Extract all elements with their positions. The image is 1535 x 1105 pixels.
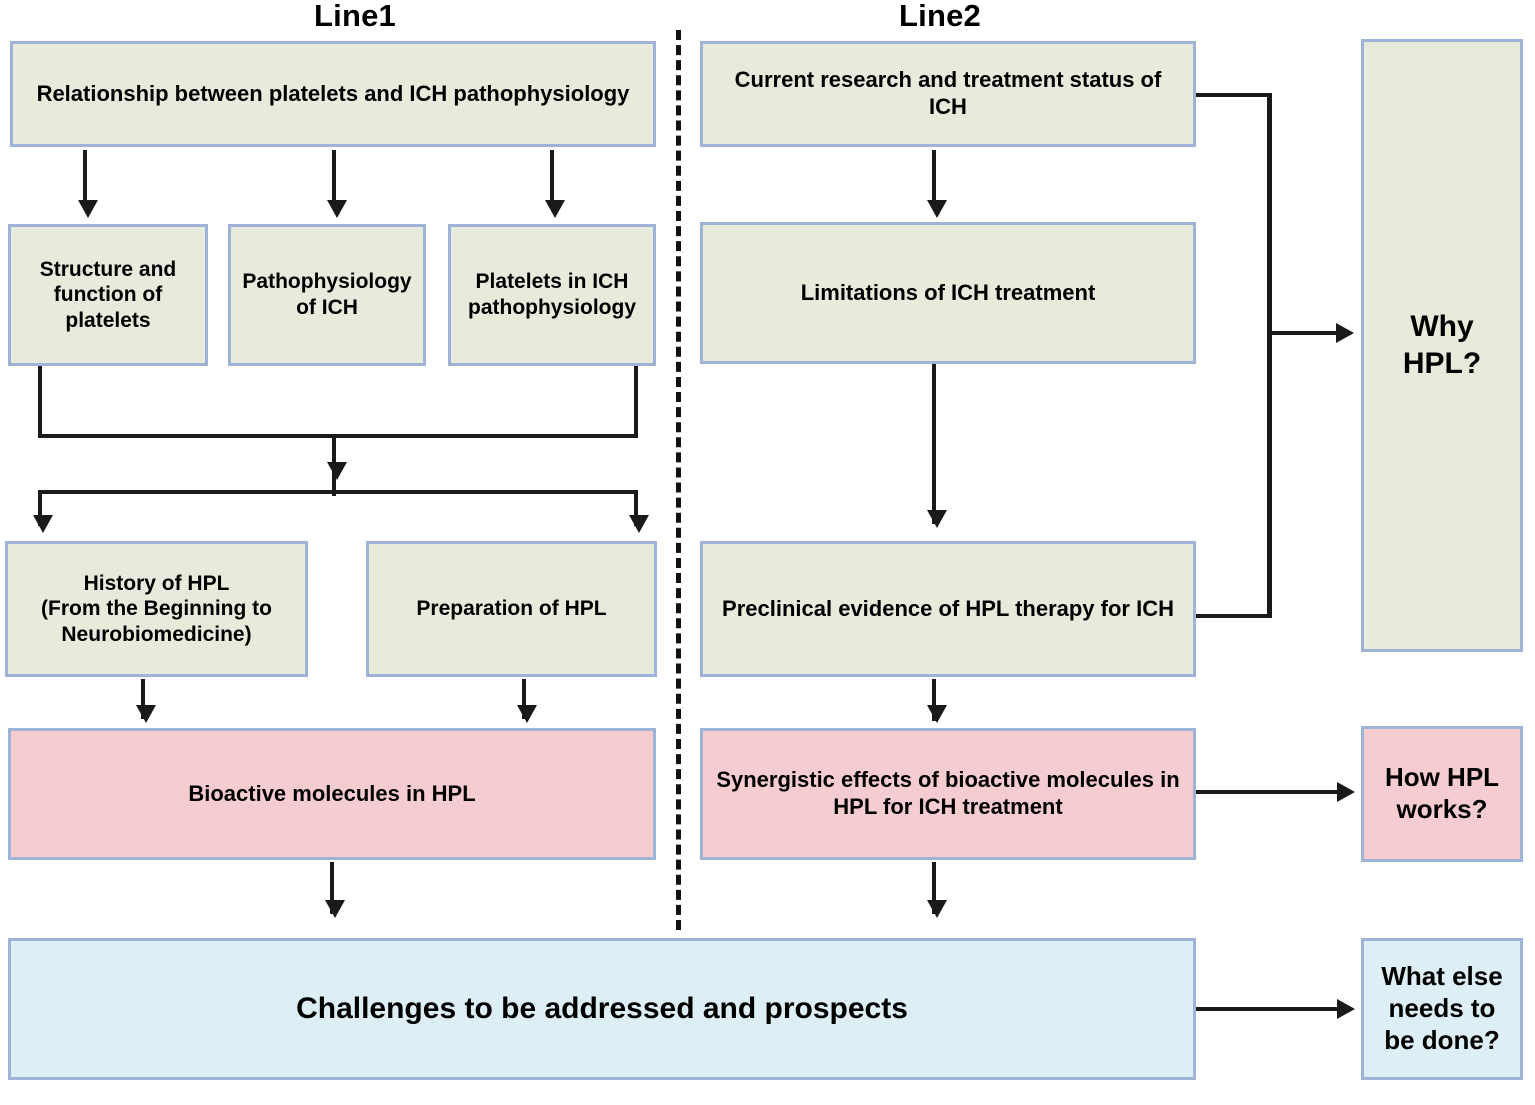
node-challenges-and-prospects[interactable]: Challenges to be addressed and prospects	[8, 938, 1196, 1080]
connector-line	[932, 862, 936, 914]
arrow-down-icon	[927, 900, 947, 918]
connector-line	[330, 862, 334, 914]
node-preparation-of-hpl[interactable]: Preparation of HPL	[366, 541, 657, 677]
arrow-down-icon	[327, 200, 347, 218]
node-history-of-hpl-line-2: (From the Beginning to	[41, 597, 272, 621]
arrow-right-icon	[1337, 999, 1355, 1019]
connector-line	[38, 366, 42, 438]
node-preclinical-evidence-hpl-therapy[interactable]: Preclinical evidence of HPL therapy for …	[700, 541, 1196, 677]
connector-line	[1196, 1007, 1341, 1011]
connector-line	[1196, 614, 1272, 618]
connector-line	[141, 679, 145, 719]
node-relationship-platelets-ich[interactable]: Relationship between platelets and ICH p…	[10, 41, 656, 147]
arrow-down-icon	[927, 200, 947, 218]
arrow-right-icon	[1336, 323, 1354, 343]
connector-line	[83, 150, 87, 202]
connector-line	[932, 679, 936, 721]
node-question-what-else-needs-done[interactable]: What else needs to be done?	[1361, 938, 1523, 1080]
node-question-why-hpl[interactable]: Why HPL?	[1361, 39, 1523, 652]
connector-line	[932, 364, 936, 524]
connector-line	[634, 366, 638, 438]
connector-line	[550, 150, 554, 202]
node-pathophysiology-ich[interactable]: Pathophysiology of ICH	[228, 224, 426, 366]
node-history-of-hpl-line-1: History of HPL	[83, 571, 230, 595]
connector-line	[1196, 790, 1341, 794]
node-history-of-hpl-line-3: Neurobiomedicine)	[61, 622, 252, 646]
arrow-down-icon	[629, 515, 649, 533]
connector-line	[38, 490, 638, 494]
connector-line	[38, 434, 638, 438]
connector-line	[1196, 93, 1271, 97]
connector-line	[1270, 331, 1340, 335]
arrow-down-icon	[517, 705, 537, 723]
connector-line	[1267, 93, 1272, 618]
column-divider	[676, 30, 681, 930]
arrow-down-icon	[78, 200, 98, 218]
node-structure-function-platelets[interactable]: Structure and function of platelets	[8, 224, 208, 366]
connector-line	[38, 490, 42, 526]
arrow-down-icon	[136, 705, 156, 723]
node-limitations-of-ich-treatment[interactable]: Limitations of ICH treatment	[700, 222, 1196, 364]
node-synergistic-effects-bioactive-molecules[interactable]: Synergistic effects of bioactive molecul…	[700, 728, 1196, 860]
column-title-line2: Line2	[899, 0, 981, 33]
connector-line	[932, 150, 936, 202]
connector-line	[634, 490, 638, 526]
arrow-down-icon	[33, 515, 53, 533]
node-platelets-in-ich-pathophysiology[interactable]: Platelets in ICH pathophysiology	[448, 224, 656, 366]
arrow-down-icon	[927, 510, 947, 528]
node-question-how-hpl-works[interactable]: How HPL works?	[1361, 726, 1523, 862]
arrow-right-icon	[1337, 782, 1355, 802]
connector-line	[332, 150, 336, 202]
arrow-down-icon	[327, 462, 347, 480]
node-current-research-treatment-status[interactable]: Current research and treatment status of…	[700, 41, 1196, 147]
arrow-down-icon	[325, 900, 345, 918]
arrow-down-icon	[545, 200, 565, 218]
node-bioactive-molecules-in-hpl[interactable]: Bioactive molecules in HPL	[8, 728, 656, 860]
arrow-down-icon	[927, 705, 947, 723]
node-history-of-hpl[interactable]: History of HPL (From the Beginning to Ne…	[5, 541, 308, 677]
column-title-line1: Line1	[314, 0, 396, 33]
connector-line	[522, 679, 526, 719]
